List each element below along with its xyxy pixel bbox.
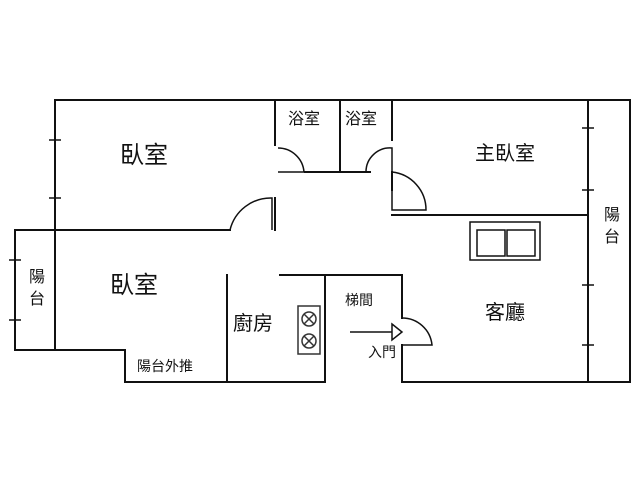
bathroom-1-label: 浴室 — [288, 109, 321, 128]
walls — [14, 99, 631, 383]
balcony-right-label: 陽台 — [601, 206, 620, 250]
living-room-label: 客廳 — [485, 300, 525, 324]
kitchen-label: 廚房 — [233, 311, 273, 335]
bathroom-2-label: 浴室 — [345, 109, 378, 128]
bedroom-left-label: 臥室 — [110, 271, 158, 299]
bedroom-top-left-label: 臥室 — [120, 141, 168, 169]
master-bedroom-label: 主臥室 — [475, 141, 535, 165]
stairwell-label: 梯間 — [345, 293, 373, 309]
entrance-label: 入門 — [368, 345, 396, 361]
balcony-left-label: 陽台 — [26, 268, 45, 312]
windows — [9, 127, 594, 346]
doors — [229, 147, 433, 346]
sofa — [469, 221, 541, 261]
stove — [297, 305, 321, 355]
balcony-extension-label: 陽台外推 — [137, 359, 193, 375]
entrance-arrow — [350, 322, 404, 342]
